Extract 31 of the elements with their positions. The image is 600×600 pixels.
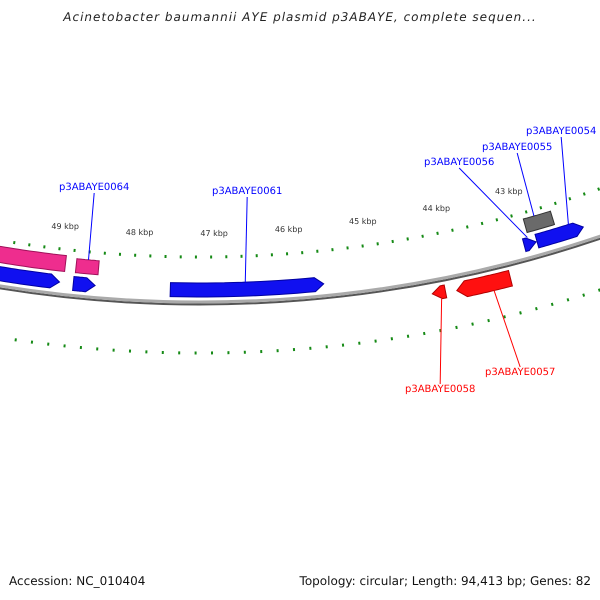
leader-line [516, 152, 534, 216]
tick-label: 48 kbp [126, 228, 154, 237]
leader-line [458, 168, 528, 238]
leader-line [560, 136, 569, 225]
summary-text: Topology: circular; Length: 94,413 bp; Genes: 82 [300, 574, 591, 588]
tick-label: 49 kbp [51, 222, 79, 231]
gene-feature [170, 277, 324, 298]
gene-label: p3ABAYE0061 [212, 186, 282, 197]
gene-feature [431, 284, 448, 300]
gene-feature [74, 258, 100, 276]
tick-label: 44 kbp [422, 204, 450, 214]
gene-label: p3ABAYE0056 [424, 157, 494, 168]
gene-label: p3ABAYE0058 [405, 384, 476, 395]
gene-feature [456, 270, 513, 298]
gene-label: p3ABAYE0054 [526, 126, 596, 137]
gene-label: p3ABAYE0055 [482, 142, 552, 153]
tick-label: 43 kbp [495, 186, 523, 196]
leader-line [494, 290, 521, 368]
gene-feature [534, 222, 584, 249]
tick-label: 47 kbp [200, 228, 228, 238]
leader-line [440, 298, 442, 384]
leader-line [88, 192, 95, 260]
gene-feature [522, 237, 537, 252]
gene-label: p3ABAYE0064 [59, 182, 130, 193]
tick-label: 46 kbp [274, 225, 302, 234]
leader-line [244, 196, 248, 283]
title: Acinetobacter baumannii AYE plasmid p3ABAYE, complete sequen... [62, 10, 538, 24]
accession-text: Accession: NC_010404 [9, 574, 146, 588]
tick-label: 45 kbp [349, 217, 377, 226]
gene-feature [522, 210, 556, 234]
gene-label: p3ABAYE0057 [485, 367, 556, 378]
